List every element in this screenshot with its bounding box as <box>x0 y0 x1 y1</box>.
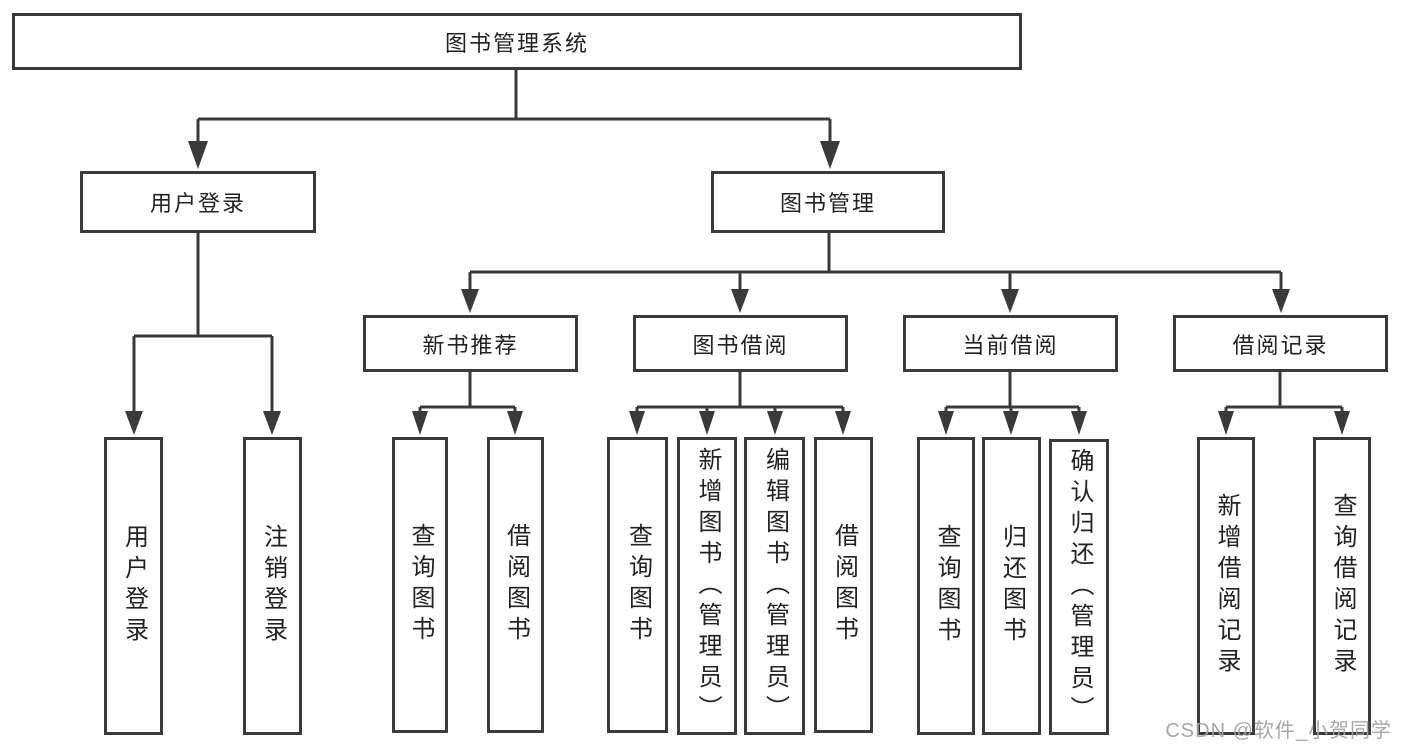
node-label: 新增借阅记录 <box>1213 493 1240 679</box>
leaf-query-books-2: 查询图书 <box>607 437 668 733</box>
node-label: 图书借阅 <box>692 332 789 358</box>
node-book-borrowing: 图书借阅 <box>633 315 848 372</box>
leaf-return-books: 归还图书 <box>982 437 1041 735</box>
connector-borrow-records-to-leaves <box>1218 372 1350 435</box>
leaf-add-borrow-record: 新增借阅记录 <box>1197 437 1255 735</box>
leaf-borrow-books-2: 借阅图书 <box>814 437 873 733</box>
node-borrow-records: 借阅记录 <box>1173 315 1388 372</box>
node-label: 归还图书 <box>998 524 1026 648</box>
node-book-management: 图书管理 <box>711 171 945 233</box>
node-user-login: 用户登录 <box>80 171 316 233</box>
connector-root-to-level1 <box>188 70 840 169</box>
leaf-add-book-admin: 新增图书（管理员） <box>677 437 737 735</box>
leaf-query-books-3: 查询图书 <box>917 437 975 735</box>
node-new-book-recommend: 新书推荐 <box>363 315 578 372</box>
csdn-watermark: CSDN @软件_小贺同学 <box>1165 720 1392 742</box>
node-label: 借阅图书 <box>830 523 858 647</box>
connector-book-borrow-to-leaves <box>629 372 851 435</box>
leaf-user-login: 用户登录 <box>104 437 163 735</box>
node-label: 用户登录 <box>120 524 148 648</box>
node-label: 注销登录 <box>259 524 287 648</box>
node-label: 编辑图书（管理员） <box>761 446 789 726</box>
leaf-edit-book-admin: 编辑图书（管理员） <box>744 437 805 735</box>
node-label: 查询图书 <box>624 523 652 647</box>
connector-current-borrow-to-leaves <box>938 372 1087 435</box>
node-label: 用户登录 <box>149 191 246 216</box>
leaf-query-books-1: 查询图书 <box>392 437 448 733</box>
node-label: 借阅图书 <box>502 523 530 647</box>
node-root-system: 图书管理系统 <box>12 13 1022 70</box>
node-label: 确认归还（管理员） <box>1066 447 1093 727</box>
leaf-query-borrow-record: 查询借阅记录 <box>1313 437 1371 735</box>
connector-user-login-to-leaves <box>125 233 281 435</box>
node-label: 新增图书（管理员） <box>694 446 721 726</box>
node-label: 当前借阅 <box>962 332 1059 358</box>
node-label: 查询图书 <box>933 524 960 648</box>
node-current-borrowing: 当前借阅 <box>903 315 1118 372</box>
node-label: 图书管理 <box>779 191 876 216</box>
node-label: 查询借阅记录 <box>1329 493 1356 679</box>
node-label: 查询图书 <box>407 523 434 647</box>
connector-book-mgmt-to-groups <box>461 233 1290 313</box>
leaf-borrow-books-1: 借阅图书 <box>487 437 544 733</box>
node-label: 图书管理系统 <box>444 30 589 56</box>
node-label: 新书推荐 <box>422 332 519 358</box>
connector-new-book-rec-to-leaves <box>412 372 523 435</box>
leaf-logout: 注销登录 <box>243 437 302 735</box>
leaf-confirm-return-admin: 确认归还（管理员） <box>1049 439 1109 735</box>
node-label: 借阅记录 <box>1232 332 1329 358</box>
